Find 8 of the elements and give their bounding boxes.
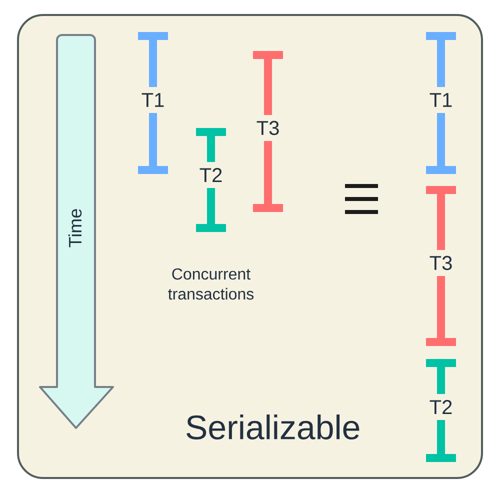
transaction-span: T1 [134,32,172,174]
transaction-span: T2 [422,359,460,462]
transaction-span: T2 [192,128,230,232]
concurrent-caption: Concurrent transactions [168,268,254,300]
transaction-span: T1 [422,32,460,174]
transaction-span: T3 [422,186,460,346]
transaction-span: T3 [249,51,287,212]
serializable-title: Serializable [186,414,360,440]
